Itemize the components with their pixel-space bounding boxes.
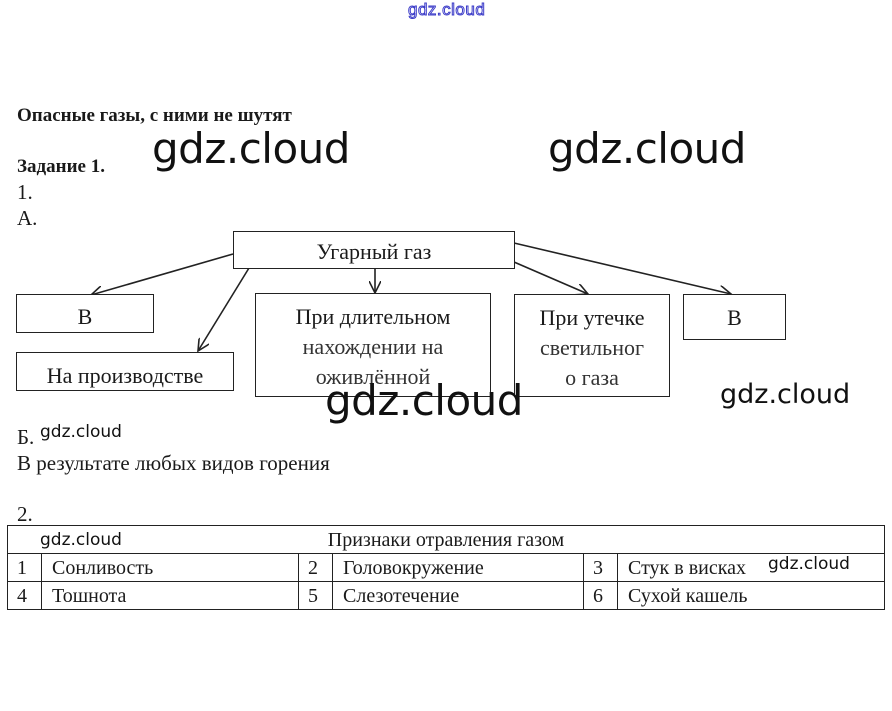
sign-text: Сухой кашель (617, 581, 885, 610)
sign-number: 2 (298, 553, 333, 582)
root-label: Угарный газ (316, 239, 432, 264)
arrow-to-production (198, 267, 250, 351)
sign-text: Головокружение (332, 553, 584, 582)
node-long-stay-line-2: нахождении на (302, 334, 444, 359)
node-b-left-label: В (77, 304, 93, 329)
sign-text: Сонливость (41, 553, 299, 582)
poisoning-signs-table: Признаки отравления газом 1 Сонливость 2… (7, 525, 885, 610)
arrow-to-b-left (91, 253, 234, 295)
diagram-node-leak: При утечке светильног о газа (514, 294, 670, 397)
watermark-right: gdz.cloud (720, 379, 851, 410)
part-b-answer: В результате любых видов горения (17, 451, 330, 475)
watermark-b: gdz.cloud (40, 422, 122, 442)
sign-text: Тошнота (41, 581, 299, 610)
sign-text: Слезотечение (332, 581, 584, 610)
diagram-root-carbon-monoxide: Угарный газ (233, 231, 515, 269)
watermark-center: gdz.cloud (325, 376, 523, 425)
node-leak-line-2: светильног (540, 335, 644, 360)
node-long-stay-line-3: оживлённой (315, 364, 431, 389)
table-header-row: Признаки отравления газом (7, 525, 885, 554)
table-row: 4 Тошнота 5 Слезотечение 6 Сухой кашель (7, 581, 885, 610)
watermark-big-left: gdz.cloud (152, 124, 350, 173)
sign-number: 1 (7, 553, 42, 582)
diagram-node-production: На производстве (16, 352, 234, 391)
sign-number: 5 (298, 581, 333, 610)
sign-number: 6 (583, 581, 618, 610)
item-2-label: 2. (17, 502, 33, 526)
node-b-right-label: В (727, 305, 742, 330)
node-long-stay-line-1: При длительном (295, 304, 451, 329)
watermark-table-row: gdz.cloud (768, 554, 850, 574)
node-leak-line-3: о газа (565, 365, 619, 390)
sign-text: Стук в висках (617, 553, 885, 582)
arrow-to-b-right (513, 242, 731, 294)
watermark-top: gdz.cloud (407, 0, 486, 20)
part-b-label: Б. (17, 425, 35, 449)
diagram-node-b-left: В (16, 294, 154, 333)
task-heading: Задание 1. (17, 156, 105, 177)
diagram-node-long-stay: При длительном нахождении на оживлённой (255, 293, 491, 397)
arrow-to-leak (513, 261, 588, 294)
sign-number: 4 (7, 581, 42, 610)
document-title: Опасные газы, с ними не шутят (17, 105, 292, 126)
sign-number: 3 (583, 553, 618, 582)
watermark-big-right: gdz.cloud (548, 124, 746, 173)
part-a-label: А. (17, 206, 38, 230)
watermark-table-head: gdz.cloud (40, 530, 122, 550)
table-header: Признаки отравления газом (7, 525, 885, 554)
item-1-label: 1. (17, 180, 33, 204)
node-leak-line-1: При утечке (539, 305, 645, 330)
diagram-node-b-right: В (683, 294, 786, 340)
table-row: 1 Сонливость 2 Головокружение 3 Стук в в… (7, 553, 885, 582)
node-production-label: На производстве (46, 363, 204, 388)
